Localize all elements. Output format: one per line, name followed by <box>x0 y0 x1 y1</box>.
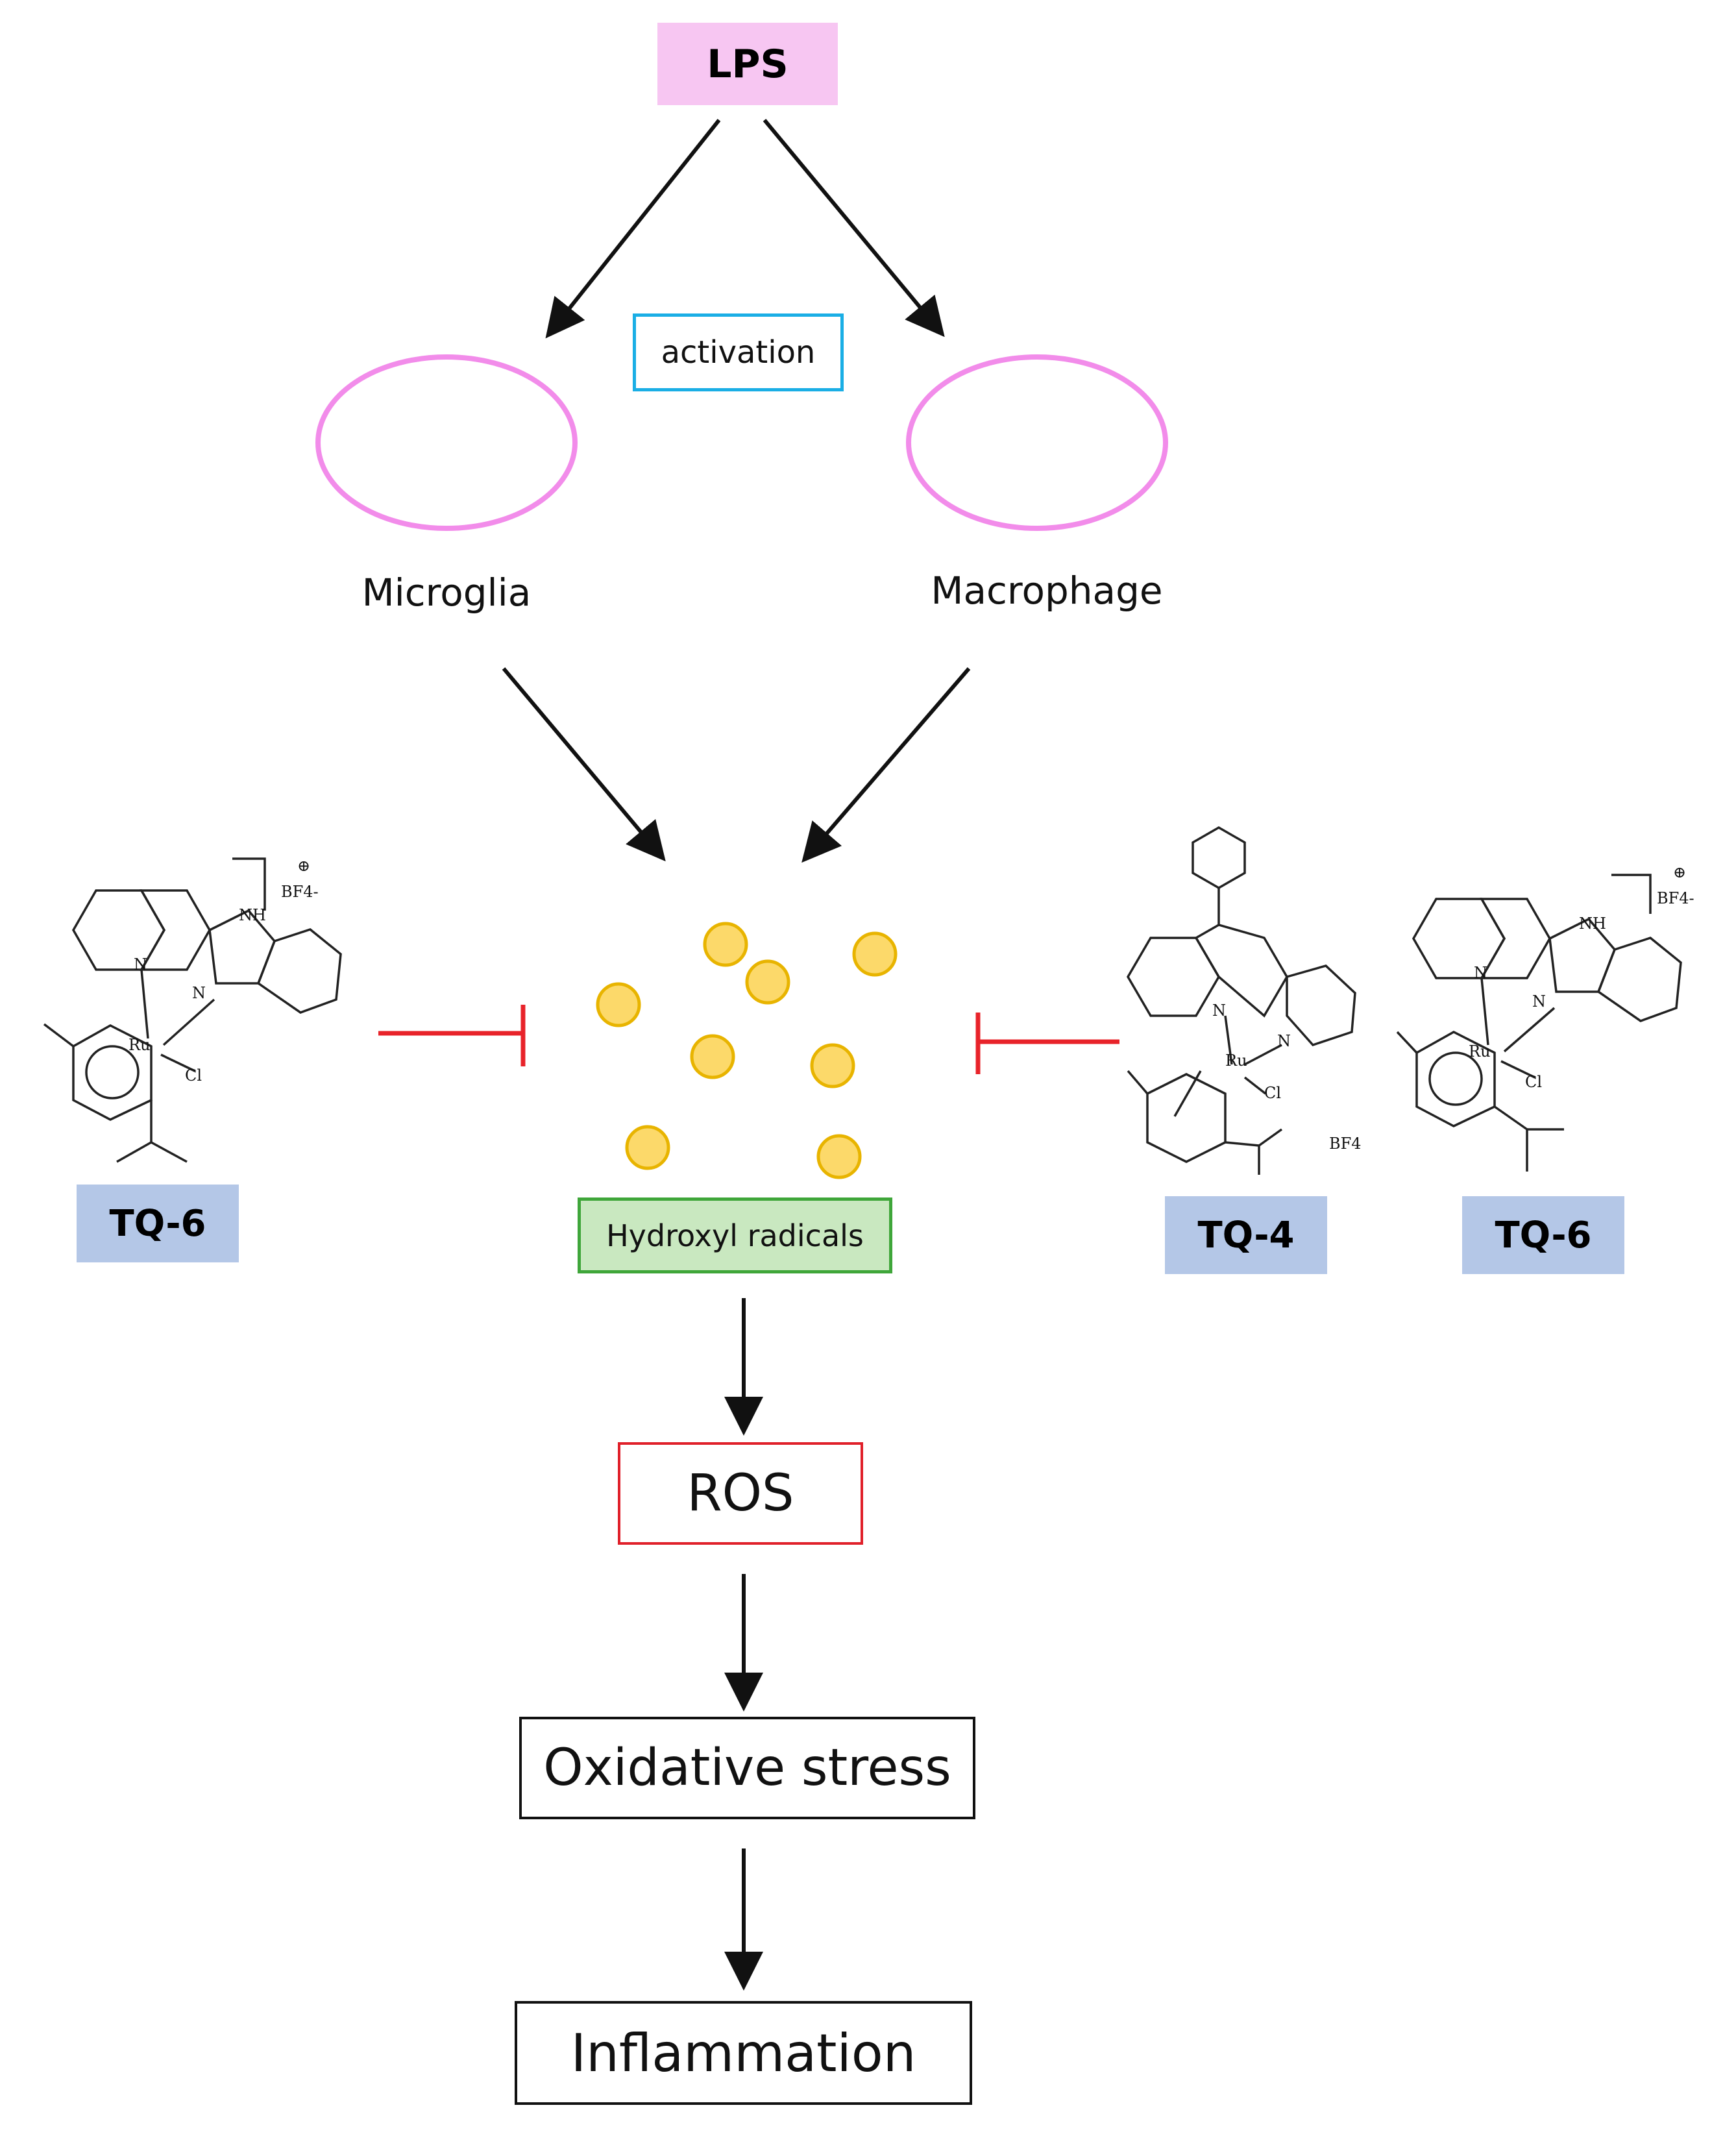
tq6-atoms-right: N NH N Ru Cl BF4- ⊕ <box>1469 863 1694 1091</box>
counterion-bf4: BF4- <box>1657 889 1694 907</box>
atom-cl: Cl <box>1264 1084 1281 1102</box>
radical <box>703 922 748 967</box>
atom-n: N <box>1474 964 1487 982</box>
radical <box>625 1125 670 1170</box>
tq6-structure-right <box>1396 874 1682 1172</box>
counterion-bf4: BF4- <box>281 883 319 901</box>
radical <box>745 959 790 1005</box>
tq6-label-right: TQ-6 <box>1462 1196 1624 1274</box>
atom-n: N <box>1212 1001 1226 1020</box>
arrow-macrophage-radicals <box>801 667 971 863</box>
arrow-lps-macrophage <box>763 119 945 338</box>
lps-box: LPS <box>657 23 838 105</box>
radical <box>596 982 641 1027</box>
activation-box: activation <box>633 313 844 391</box>
tq4-atoms: N N Ru Cl BF4 <box>1212 1001 1362 1153</box>
macrophage-cell <box>906 354 1168 531</box>
atom-n: N <box>192 984 206 1002</box>
microglia-label: Microglia <box>361 571 532 615</box>
macrophage-label: Macrophage <box>931 569 1163 613</box>
atom-ru: Ru <box>1225 1051 1247 1070</box>
hydroxyl-label: Hydroxyl radicals <box>606 1218 864 1253</box>
counterion-bf4: BF4 <box>1329 1135 1362 1153</box>
microglia-cell <box>315 354 578 531</box>
charge-plus: ⊕ <box>297 857 310 875</box>
ros-box: ROS <box>618 1442 863 1545</box>
tq4-structure <box>1126 826 1356 1175</box>
inhibition-right <box>975 1013 1119 1074</box>
atom-ru: Ru <box>1469 1042 1491 1061</box>
inflammation-box: Inflammation <box>515 2001 972 2105</box>
atom-cl: Cl <box>1525 1073 1542 1091</box>
tq6-atoms-left: N NH N Ru Cl BF4- ⊕ <box>128 857 319 1085</box>
atom-nh: NH <box>239 906 266 924</box>
radical <box>816 1134 862 1179</box>
radical <box>852 931 898 977</box>
activation-label: activation <box>661 334 816 371</box>
radical <box>690 1034 735 1079</box>
arrow-microglia-radicals <box>502 667 666 862</box>
oxidative-stress-label: Oxidative stress <box>543 1739 951 1797</box>
charge-plus: ⊕ <box>1673 863 1686 881</box>
atom-nh: NH <box>1579 915 1606 933</box>
hydroxyl-box: Hydroxyl radicals <box>578 1197 892 1273</box>
radical-cluster <box>596 922 898 1179</box>
atom-n: N <box>1532 992 1546 1011</box>
tq4-label: TQ-4 <box>1165 1196 1327 1274</box>
arrow-lps-microglia <box>545 119 721 339</box>
atom-n: N <box>134 955 147 974</box>
oxidative-stress-box: Oxidative stress <box>519 1717 975 1819</box>
inflammation-label: Inflammation <box>570 2022 916 2083</box>
inhibition-left <box>378 1005 526 1066</box>
atom-ru: Ru <box>128 1036 151 1054</box>
atom-cl: Cl <box>185 1066 202 1085</box>
lps-label: LPS <box>707 41 789 87</box>
tq6-label-left: TQ-6 <box>77 1185 239 1262</box>
radical <box>810 1043 855 1088</box>
atom-n: N <box>1277 1032 1291 1050</box>
ros-label: ROS <box>687 1464 794 1523</box>
tq6-structure-left <box>43 857 342 1163</box>
